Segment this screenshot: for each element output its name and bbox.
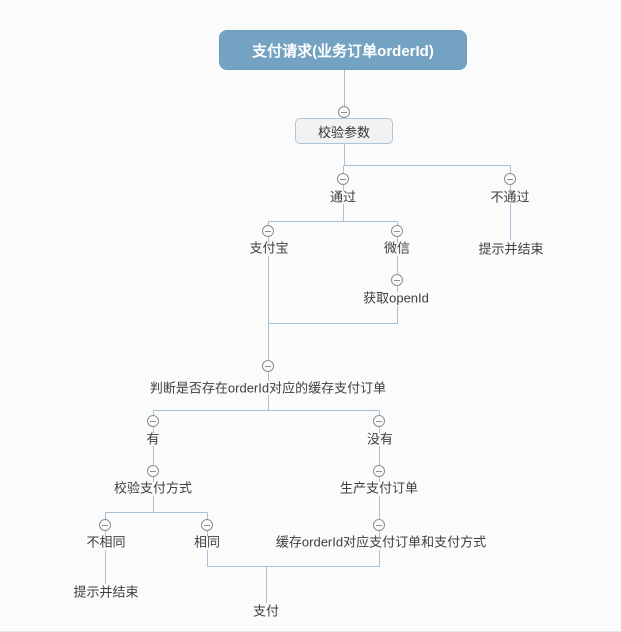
minus-glyph bbox=[340, 178, 346, 180]
node-get-openid[interactable]: 获取openId bbox=[363, 290, 429, 306]
collapse-icon-cache-order[interactable] bbox=[373, 519, 385, 531]
node-exists[interactable]: 有 bbox=[146, 431, 160, 447]
collapse-icon-validate[interactable] bbox=[338, 106, 350, 118]
node-validate-params[interactable]: 校验参数 bbox=[295, 118, 393, 144]
collapse-icon-wechat[interactable] bbox=[391, 225, 403, 237]
node-create-order[interactable]: 生产支付订单 bbox=[339, 480, 419, 496]
minus-glyph bbox=[376, 470, 382, 472]
minus-glyph bbox=[204, 524, 210, 526]
minus-glyph bbox=[507, 178, 513, 180]
node-different-end[interactable]: 提示并结束 bbox=[73, 584, 139, 600]
node-payment-request[interactable]: 支付请求(业务订单orderId) bbox=[219, 30, 467, 70]
node-alipay[interactable]: 支付宝 bbox=[249, 240, 289, 256]
node-verify-method[interactable]: 校验支付方式 bbox=[113, 480, 193, 496]
node-cache-order[interactable]: 缓存orderId对应支付订单和支付方式 bbox=[275, 534, 487, 550]
collapse-icon-alipay[interactable] bbox=[262, 225, 274, 237]
minus-glyph bbox=[394, 230, 400, 232]
collapse-icon-get-openid[interactable] bbox=[391, 274, 403, 286]
node-same[interactable]: 相同 bbox=[193, 534, 221, 550]
collapse-icon-verify-method[interactable] bbox=[147, 465, 159, 477]
node-wechat[interactable]: 微信 bbox=[383, 240, 411, 256]
minus-glyph bbox=[265, 365, 271, 367]
minus-glyph bbox=[341, 111, 347, 113]
minus-glyph bbox=[394, 279, 400, 281]
minus-glyph bbox=[150, 470, 156, 472]
node-fail[interactable]: 不通过 bbox=[490, 189, 530, 205]
collapse-icon-exists[interactable] bbox=[147, 415, 159, 427]
collapse-icon-not-exists[interactable] bbox=[373, 415, 385, 427]
collapse-icon-same[interactable] bbox=[201, 519, 213, 531]
minus-glyph bbox=[265, 230, 271, 232]
node-judge-cache[interactable]: 判断是否存在orderId对应的缓存支付订单 bbox=[149, 380, 387, 396]
collapse-icon-fail[interactable] bbox=[504, 173, 516, 185]
minus-glyph bbox=[102, 524, 108, 526]
node-not-exists[interactable]: 没有 bbox=[366, 431, 394, 447]
node-pay[interactable]: 支付 bbox=[252, 603, 280, 619]
node-pass[interactable]: 通过 bbox=[329, 189, 357, 205]
collapse-icon-judge-cache[interactable] bbox=[262, 360, 274, 372]
minus-glyph bbox=[376, 420, 382, 422]
collapse-icon-create-order[interactable] bbox=[373, 465, 385, 477]
collapse-icon-different[interactable] bbox=[99, 519, 111, 531]
minus-glyph bbox=[376, 524, 382, 526]
minus-glyph bbox=[150, 420, 156, 422]
node-fail-end[interactable]: 提示并结束 bbox=[478, 241, 544, 257]
collapse-icon-pass[interactable] bbox=[337, 173, 349, 185]
node-different[interactable]: 不相同 bbox=[86, 534, 126, 550]
connector-path bbox=[105, 70, 511, 603]
